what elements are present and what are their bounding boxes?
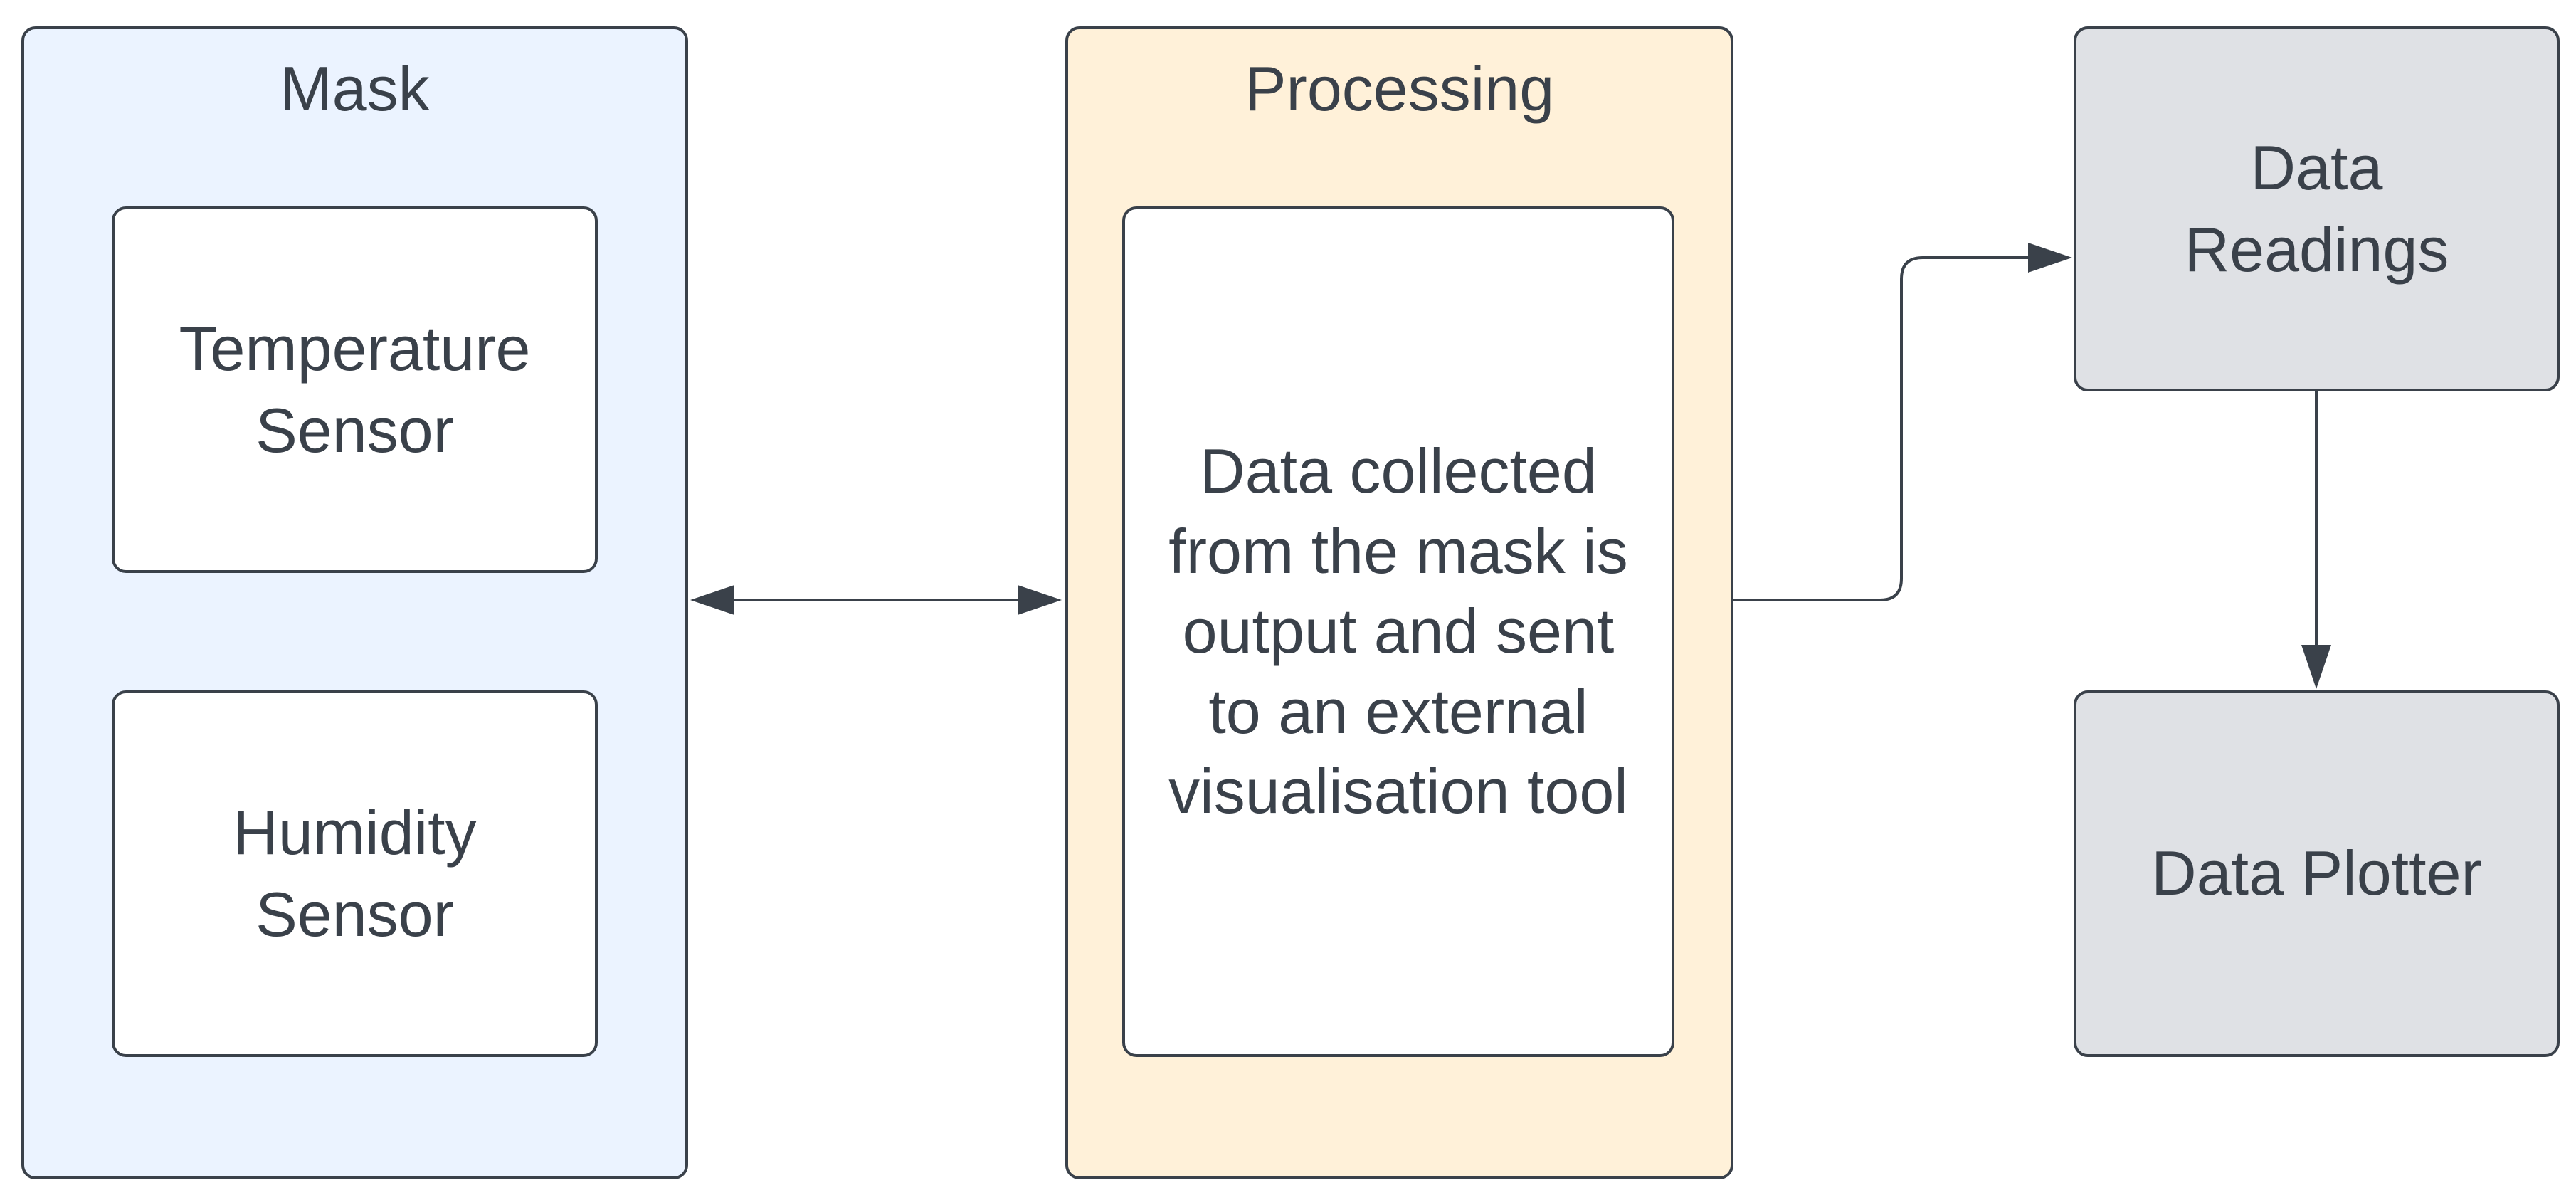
temperature-sensor-label: Temperature Sensor — [179, 313, 531, 465]
arrowhead-down-icon — [2301, 645, 2331, 689]
processing-description: Data collected from the mask is output a… — [1168, 435, 1628, 827]
data-plotter-box: Data Plotter — [2074, 690, 2560, 1057]
humidity-sensor-label: Humidity Sensor — [233, 797, 477, 949]
data-plotter-label: Data Plotter — [2151, 838, 2482, 909]
arrowhead-left-icon — [690, 585, 734, 615]
data-readings-box: Data Readings — [2074, 26, 2560, 391]
temperature-sensor-box: Temperature Sensor — [112, 206, 598, 573]
processing-description-box: Data collected from the mask is output a… — [1122, 206, 1674, 1057]
processing-readings-line — [1733, 256, 2029, 601]
data-readings-label: Data Readings — [2184, 132, 2449, 285]
arrowhead-right-icon — [2028, 243, 2072, 273]
mask-title: Mask — [280, 53, 430, 124]
processing-readings-connector — [1733, 243, 2072, 601]
processing-title: Processing — [1244, 53, 1555, 124]
arrowhead-right-icon — [1018, 585, 1062, 615]
humidity-sensor-box: Humidity Sensor — [112, 690, 598, 1057]
mask-processing-connector — [690, 585, 1062, 615]
readings-plotter-connector — [2301, 391, 2331, 689]
